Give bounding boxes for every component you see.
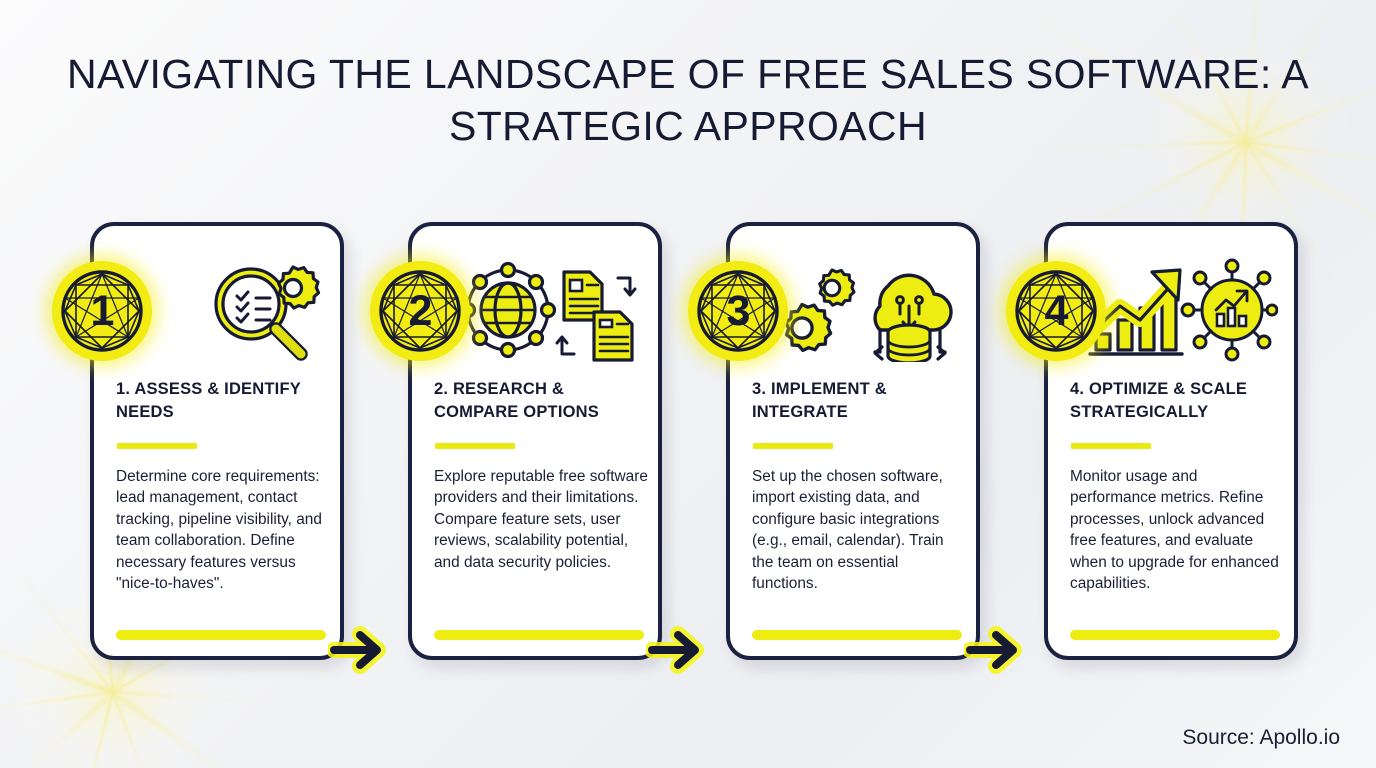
starburst-ray bbox=[111, 691, 193, 768]
badge-geometric-ring-icon bbox=[1015, 270, 1097, 352]
step-heading-4: 4. OPTIMIZE & SCALE STRATEGICALLY bbox=[1070, 380, 1248, 421]
step-divider-3 bbox=[753, 443, 833, 449]
step-icon-3-wrap bbox=[730, 250, 976, 370]
starburst-ray bbox=[112, 690, 293, 706]
step-footer-bar-2 bbox=[434, 630, 644, 640]
gears-cloud-database-icon bbox=[784, 268, 953, 362]
starburst-ray bbox=[0, 690, 114, 768]
starburst-ray bbox=[111, 690, 357, 768]
step-heading-1: 1. ASSESS & IDENTIFY NEEDS bbox=[116, 380, 301, 421]
step-body-1: Determine core requirements: lead manage… bbox=[116, 468, 322, 593]
step-footer-bar-3 bbox=[752, 630, 962, 640]
step-divider-1 bbox=[117, 443, 197, 449]
step-number-4: 4 bbox=[1044, 286, 1069, 335]
growth-chart-network-analytics-icon bbox=[1085, 258, 1278, 362]
step-body-4: Monitor usage and performance metrics. R… bbox=[1070, 468, 1279, 593]
step-card-1[interactable]: 1 1. ASSESS & IDENTIFY NEEDS Determine c… bbox=[52, 222, 344, 660]
arrow-step2-to-step3 bbox=[644, 626, 708, 674]
step-number-3: 3 bbox=[726, 286, 751, 335]
step-body-3: Set up the chosen software, import exist… bbox=[752, 468, 944, 593]
step-icon-1-wrap bbox=[94, 250, 340, 370]
step-card-4[interactable]: 4 4. OPTIMIZE & SCALE STRATEGICALLY Moni… bbox=[1006, 222, 1298, 660]
step-heading-2: 2. RESEARCH & COMPARE OPTIONS bbox=[434, 380, 599, 421]
step-divider-2 bbox=[435, 443, 515, 449]
arrow-step3-to-step4 bbox=[962, 626, 1026, 674]
badge-geometric-ring-icon bbox=[61, 270, 143, 352]
page-title: NAVIGATING THE LANDSCAPE OF FREE SALES S… bbox=[67, 51, 1309, 149]
starburst-ray bbox=[29, 691, 114, 768]
steps-row: 1 1. ASSESS & IDENTIFY NEEDS Determine c… bbox=[0, 222, 1376, 674]
magnifier-checklist-gear-icon bbox=[214, 265, 321, 361]
step-footer-bar-1 bbox=[116, 630, 326, 640]
step-number-2: 2 bbox=[408, 286, 433, 335]
step-heading-3: 3. IMPLEMENT & INTEGRATE bbox=[752, 380, 887, 421]
step-footer-bar-4 bbox=[1070, 630, 1280, 640]
badge-geometric-ring-icon bbox=[379, 270, 461, 352]
step-badge-4: 4 bbox=[1006, 261, 1106, 361]
step-badge-1: 1 bbox=[52, 261, 152, 361]
step-badge-3: 3 bbox=[688, 261, 788, 361]
starburst-ray bbox=[0, 690, 113, 732]
step-card-3[interactable]: 3 3. IMPLEMENT & INTEGRATE Set up the ch… bbox=[688, 222, 980, 660]
arrow-step1-to-step2 bbox=[326, 626, 390, 674]
starburst-bottom-left bbox=[0, 393, 357, 768]
step-number-1: 1 bbox=[90, 286, 115, 335]
step-divider-4 bbox=[1071, 443, 1151, 449]
step-icon-4-wrap bbox=[1048, 250, 1294, 370]
step-body-2: Explore reputable free software provider… bbox=[434, 468, 648, 571]
step-card-2[interactable]: 2 2. RESEARCH & COMPARE OPTIONS Explore … bbox=[370, 222, 662, 660]
source-attribution: Source: Apollo.io bbox=[1182, 726, 1340, 749]
badge-geometric-ring-icon bbox=[697, 270, 779, 352]
step-badge-2: 2 bbox=[370, 261, 470, 361]
globe-network-documents-exchange-icon bbox=[459, 261, 637, 362]
